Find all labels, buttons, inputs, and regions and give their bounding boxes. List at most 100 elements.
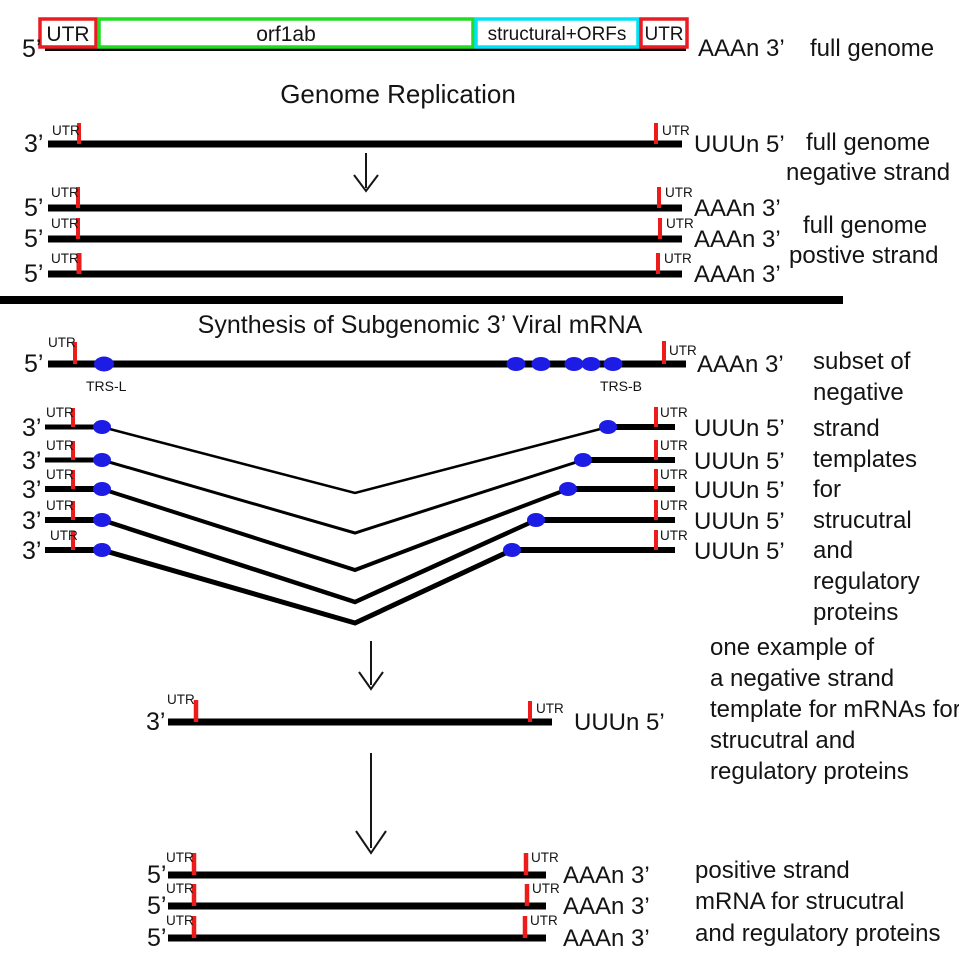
- orf1ab-box: [97, 17, 475, 49]
- three-prime-label: 3’: [22, 447, 41, 475]
- arrow-head: [353, 174, 379, 193]
- genome-replication-title: Genome Replication: [280, 79, 516, 109]
- utr-label: UTR: [167, 692, 195, 707]
- mrna-caption-line: and regulatory proteins: [695, 920, 940, 947]
- utr-box-label: UTR: [644, 24, 683, 45]
- trs-dot: [93, 420, 111, 434]
- trs-l-label: TRS-L: [86, 378, 127, 394]
- five-prime-label: 5’: [24, 225, 43, 253]
- full-genome-map: UTR orf1ab structural+ORFs UTR 5’ AAAn 3…: [22, 17, 934, 63]
- orf1ab-box-label: orf1ab: [256, 23, 316, 46]
- v-junction-line: [101, 547, 514, 626]
- utr-label: UTR: [166, 913, 194, 928]
- utr-box-label: UTR: [46, 23, 89, 46]
- example-note-line: a negative strand: [710, 665, 894, 692]
- five-prime-label: 5’: [147, 924, 166, 952]
- positive-strand-rows: 5’ UTR UTR AAAn 3’ 5’ UTR UTR AAAn 3’ 5’…: [24, 185, 938, 288]
- utr-box-5prime: [38, 17, 98, 49]
- three-prime-label: 3’: [22, 507, 41, 535]
- trs-dot: [93, 482, 111, 496]
- utr-label: UTR: [46, 438, 74, 453]
- arrow-head: [358, 671, 384, 691]
- utr-label: UTR: [51, 216, 79, 231]
- down-arrow: [355, 753, 387, 855]
- five-prime-label: 5’: [22, 35, 41, 63]
- utr-label: UTR: [52, 123, 80, 138]
- poly-a-label: AAAn 3’: [563, 862, 650, 889]
- poly-u-label: UUUn 5’: [694, 448, 785, 475]
- three-prime-label: 3’: [22, 537, 41, 565]
- v-junction-line: [101, 517, 537, 605]
- v-junction-line: [101, 425, 609, 495]
- three-prime-label: 3’: [22, 414, 41, 442]
- example-note-line: strucutral and: [710, 727, 855, 754]
- utr-label: UTR: [531, 850, 559, 865]
- subgenomic-title: Synthesis of Subgenomic 3’ Viral mRNA: [198, 311, 643, 339]
- trs-dot: [93, 453, 111, 467]
- utr-label: UTR: [50, 528, 78, 543]
- trs-dot: [503, 543, 521, 557]
- mrna-caption-line: positive strand: [695, 857, 850, 884]
- single-template-row: 3’ UTR UTR UUUn 5’: [146, 692, 665, 736]
- down-arrow: [358, 641, 384, 691]
- mrna-rows: 5’ UTR UTR AAAn 3’ 5’ UTR UTR AAAn 3’ 5’…: [147, 850, 940, 952]
- three-prime-label: 3’: [22, 476, 41, 504]
- trs-b-dot: [603, 357, 623, 371]
- utr-label: UTR: [669, 343, 697, 358]
- right-column-word: templates: [813, 446, 917, 473]
- five-prime-label: 5’: [24, 350, 43, 378]
- utr-label: UTR: [536, 701, 564, 716]
- utr-label: UTR: [664, 251, 692, 266]
- trs-l-dot: [94, 356, 114, 372]
- right-column-word: strand: [813, 415, 880, 442]
- utr-label: UTR: [46, 498, 74, 513]
- poly-u-label: UUUn 5’: [694, 538, 785, 565]
- utr-label: UTR: [660, 438, 688, 453]
- trs-dot: [574, 453, 592, 467]
- poly-a-label: AAAn 3’: [694, 261, 781, 288]
- trs-b-label: TRS-B: [600, 378, 642, 394]
- poly-u-label: UUUn 5’: [694, 415, 785, 442]
- down-arrow: [353, 153, 379, 193]
- poly-u-label: UUUn 5’: [694, 131, 785, 158]
- utr-label: UTR: [660, 405, 688, 420]
- utr-label: UTR: [530, 913, 558, 928]
- right-column-word: and: [813, 537, 853, 564]
- poly-a-label: AAAn 3’: [694, 195, 781, 222]
- example-note-line: one example of: [710, 634, 874, 661]
- section-divider-line: [0, 296, 843, 304]
- right-column-word: proteins: [813, 599, 898, 626]
- template-rows: 3’ UTR UTR UUUn 5’ 3’ UTR UTR UUUn 5’ 3’…: [22, 405, 785, 626]
- utr-label: UTR: [665, 185, 693, 200]
- negative-strand-row: 3’ UTR UTR UUUn 5’ full genome negative …: [24, 123, 950, 186]
- utr-label: UTR: [166, 850, 194, 865]
- right-column-word: subset of: [813, 348, 911, 375]
- utr-label: UTR: [51, 185, 79, 200]
- utr-label: UTR: [660, 528, 688, 543]
- utr-label: UTR: [660, 498, 688, 513]
- poly-a-label: AAAn 3’: [697, 351, 784, 378]
- five-prime-label: 5’: [147, 861, 166, 889]
- v-junction-line: [101, 487, 569, 573]
- trs-dot: [93, 543, 111, 557]
- positive-strand-caption-2: postive strand: [789, 242, 938, 269]
- right-column-word: for: [813, 476, 841, 503]
- utr-label: UTR: [48, 335, 76, 350]
- five-prime-label: 5’: [24, 194, 43, 222]
- mrna-caption-line: mRNA for strucutral: [695, 888, 904, 915]
- positive-strand-caption-1: full genome: [803, 212, 927, 239]
- trs-b-dot: [506, 357, 526, 371]
- trs-dot: [559, 482, 577, 496]
- poly-a-label: AAAn 3’: [694, 226, 781, 253]
- utr-box-3prime: [639, 17, 689, 49]
- arrow-head: [355, 830, 387, 855]
- trs-dot: [93, 513, 111, 527]
- subgenomic-genome-row: 5’ UTR TRS-L TRS-B UTR AAAn 3’: [24, 335, 784, 394]
- five-prime-label: 5’: [147, 892, 166, 920]
- three-prime-label: 3’: [146, 708, 165, 736]
- poly-u-label: UUUn 5’: [574, 709, 665, 736]
- structural-orfs-box-label: structural+ORFs: [488, 24, 627, 45]
- structural-orfs-box: [474, 17, 640, 49]
- utr-label: UTR: [46, 467, 74, 482]
